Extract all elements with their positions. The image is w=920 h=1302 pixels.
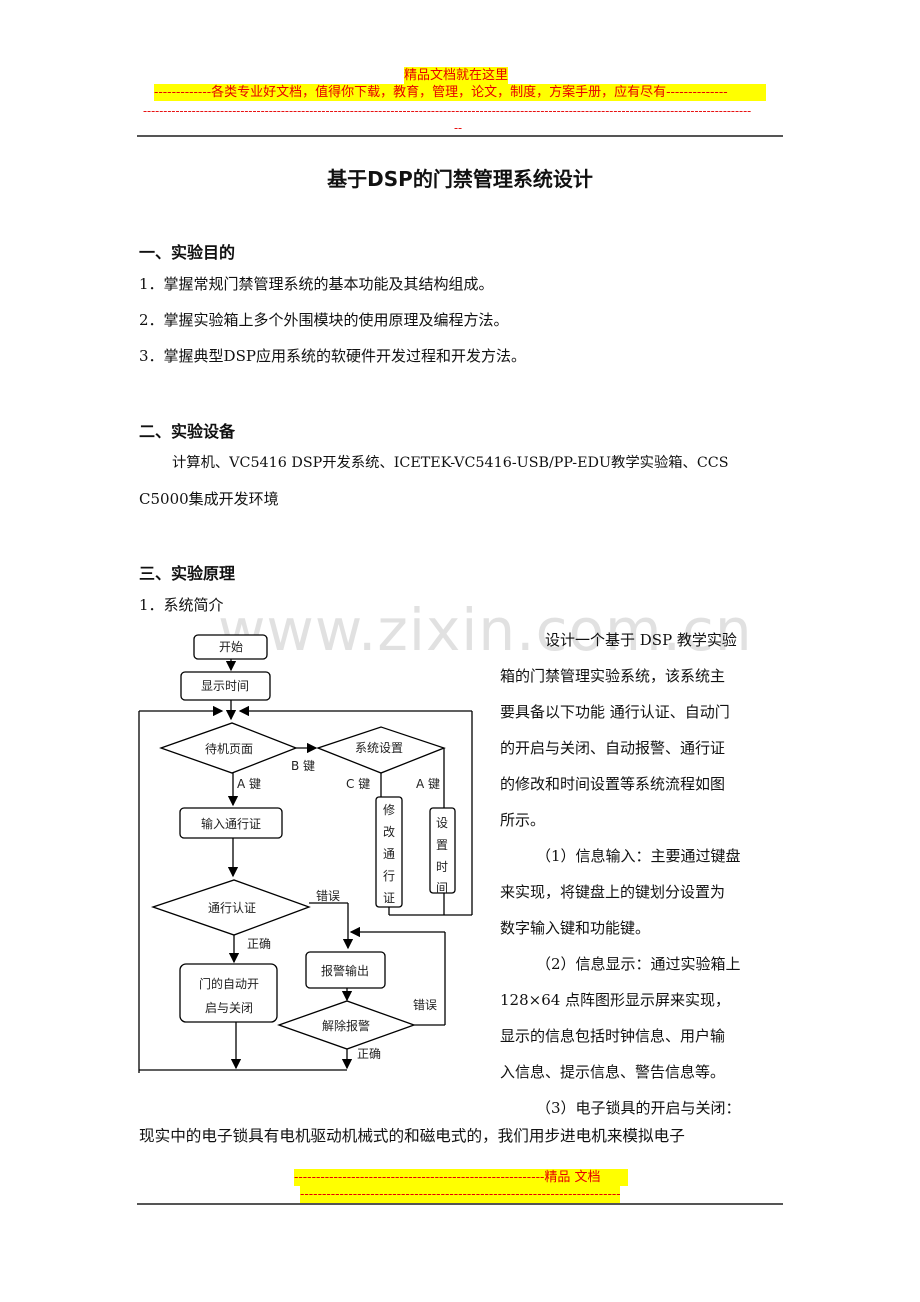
flow-a-key-right: A 键 xyxy=(416,777,440,791)
section2-heading: 二、实验设备 xyxy=(139,422,236,441)
svg-text:门的自动开: 门的自动开 xyxy=(199,976,259,991)
section3-heading: 三、实验原理 xyxy=(139,564,236,583)
section1-item-1: 1．掌握常规门禁管理系统的基本功能及其结构组成。 xyxy=(139,275,494,293)
flow-c-key: C 键 xyxy=(346,777,370,791)
watermark: www.zixin.com.cn xyxy=(218,596,753,664)
flow-show-time: 显示时间 xyxy=(201,679,249,693)
svg-text:时: 时 xyxy=(436,860,448,874)
header-banner-title: 精品文档就在这里 xyxy=(404,67,509,84)
header-banner-subtitle: -------------各类专业好文档，值得你下载，教育，管理，论文，制度，方… xyxy=(154,84,766,101)
svg-text:证: 证 xyxy=(383,891,395,905)
flow-error-1: 错误 xyxy=(316,889,340,903)
flowchart-diagram: 开始 显示时间 待机页面 系统设置 B 键 A 键 C 键 A 键 输入通行证 … xyxy=(138,634,473,1073)
document-title: 基于DSP的门禁管理系统设计 xyxy=(327,167,593,191)
section1-heading: 一、实验目的 xyxy=(139,243,236,262)
section2-line1: 计算机、VC5416 DSP开发系统、ICETEK-VC5416-USB/PP-… xyxy=(172,455,729,471)
section2-line2: C5000集成开发环境 xyxy=(139,490,279,508)
svg-text:间: 间 xyxy=(436,881,448,895)
svg-text:设: 设 xyxy=(436,816,448,830)
flow-a-key-left: A 键 xyxy=(237,777,261,791)
flow-correct-1: 正确 xyxy=(247,937,271,951)
svg-text:改: 改 xyxy=(383,825,395,839)
flow-standby: 待机页面 xyxy=(205,742,253,756)
section3-subheading: 1．系统简介 xyxy=(139,596,224,614)
flow-system-settings: 系统设置 xyxy=(355,741,403,755)
header-dash-line: ----------------------------------------… xyxy=(143,104,752,118)
section1-item-2: 2．掌握实验箱上多个外围模块的使用原理及编程方法。 xyxy=(139,311,509,329)
section1-item-3: 3．掌握典型DSP应用系统的软硬件开发过程和开发方法。 xyxy=(139,347,526,365)
flow-input-pass: 输入通行证 xyxy=(201,816,261,831)
svg-text:行: 行 xyxy=(383,869,395,883)
svg-text:置: 置 xyxy=(436,838,448,852)
flow-b-key: B 键 xyxy=(291,759,315,773)
section3-right-text: 设计一个基于 DSP 教学实验 箱的门禁管理实验系统，该系统主 要具备以下功能 … xyxy=(500,631,741,1117)
header-dash-tail: -- xyxy=(454,121,463,135)
footer-line1: ----------------------------------------… xyxy=(294,1169,628,1186)
flow-start: 开始 xyxy=(219,640,243,654)
header-rule xyxy=(137,135,783,137)
flow-error-2: 错误 xyxy=(413,998,437,1012)
flow-correct-2: 正确 xyxy=(357,1047,381,1061)
svg-text:启与关闭: 启与关闭 xyxy=(205,1001,253,1015)
section3-full-line: 现实中的电子锁具有电机驱动机械式的和磁电式的，我们用步进电机来模拟电子 xyxy=(139,1127,685,1145)
flow-alarm-out: 报警输出 xyxy=(321,963,369,978)
svg-text:通: 通 xyxy=(383,847,395,861)
svg-text:修: 修 xyxy=(383,802,395,817)
flow-clear-alarm: 解除报警 xyxy=(322,1018,370,1033)
footer-line2: ----------------------------------------… xyxy=(300,1186,620,1203)
flow-verify: 通行认证 xyxy=(208,901,256,915)
footer-rule xyxy=(137,1203,783,1205)
